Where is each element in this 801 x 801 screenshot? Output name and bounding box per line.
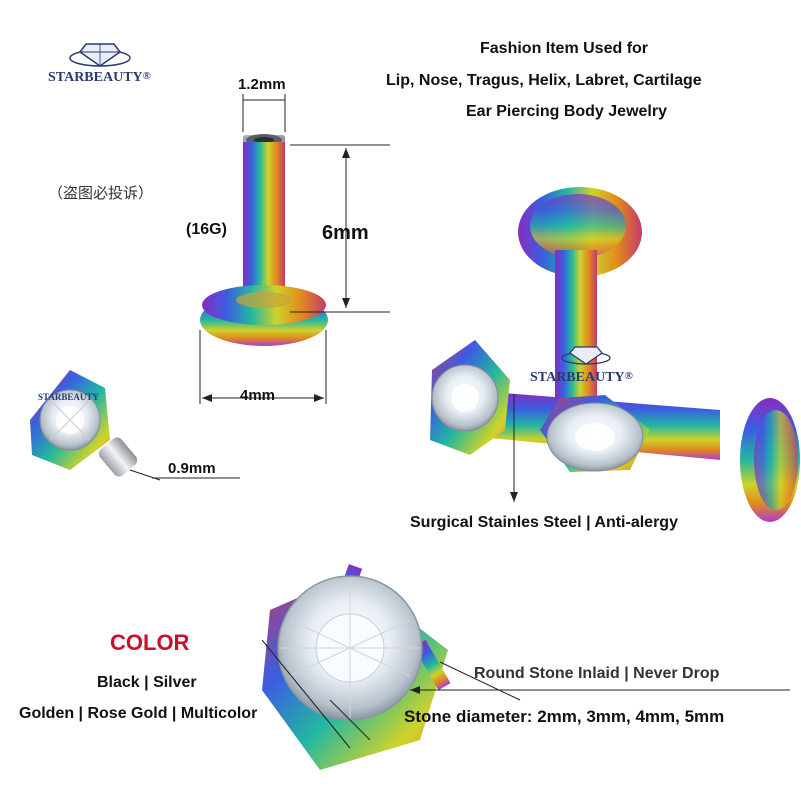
pin-size-label: 0.9mm <box>168 460 216 477</box>
brand-logo: STARBEAUTY® <box>48 70 151 86</box>
brand-mark-right: ® <box>624 370 633 382</box>
stone-diameter-label: Stone diameter: 2mm, 3mm, 4mm, 5mm <box>404 707 725 726</box>
gauge-label: (16G) <box>186 221 227 238</box>
material-label: Surgical Stainles Steel | Anti-alergy <box>410 514 678 531</box>
color-heading: COLOR <box>110 630 190 655</box>
copyright-notice: （盗图必投诉） <box>48 185 154 202</box>
header-line-3: Ear Piercing Body Jewelry <box>466 103 667 120</box>
disc-size-label: 4mm <box>240 387 276 404</box>
gem-stone-icon <box>262 564 451 770</box>
header-line-1: Fashion Item Used for <box>480 40 649 57</box>
labret-assembly-right <box>430 187 800 522</box>
length-label: 6mm <box>322 222 369 244</box>
brand-logo-small: STARBEAUTY <box>38 392 99 402</box>
diamond-logo-icon-right <box>561 346 611 365</box>
brand-name: STARBEAUTY <box>48 70 143 85</box>
dimension-lines <box>199 94 390 404</box>
diamond-logo-icon <box>69 43 131 67</box>
gem-top-left <box>30 370 138 477</box>
color-options-line-2: Golden | Rose Gold | Multicolor <box>19 705 258 722</box>
brand-name-right: STARBEAUTY <box>530 370 625 385</box>
labret-post-drawing <box>200 134 328 346</box>
stone-dimension-lines <box>261 639 790 749</box>
stone-feature-label: Round Stone Inlaid | Never Drop <box>474 665 720 682</box>
pin-dimension-lines <box>129 469 240 481</box>
header-line-2: Lip, Nose, Tragus, Helix, Labret, Cartil… <box>386 72 702 89</box>
color-options-line-1: Black | Silver <box>97 674 197 691</box>
brand-mark: ® <box>142 70 151 82</box>
brand-logo-right: STARBEAUTY® <box>530 370 633 386</box>
thread-size-label: 1.2mm <box>238 76 286 93</box>
